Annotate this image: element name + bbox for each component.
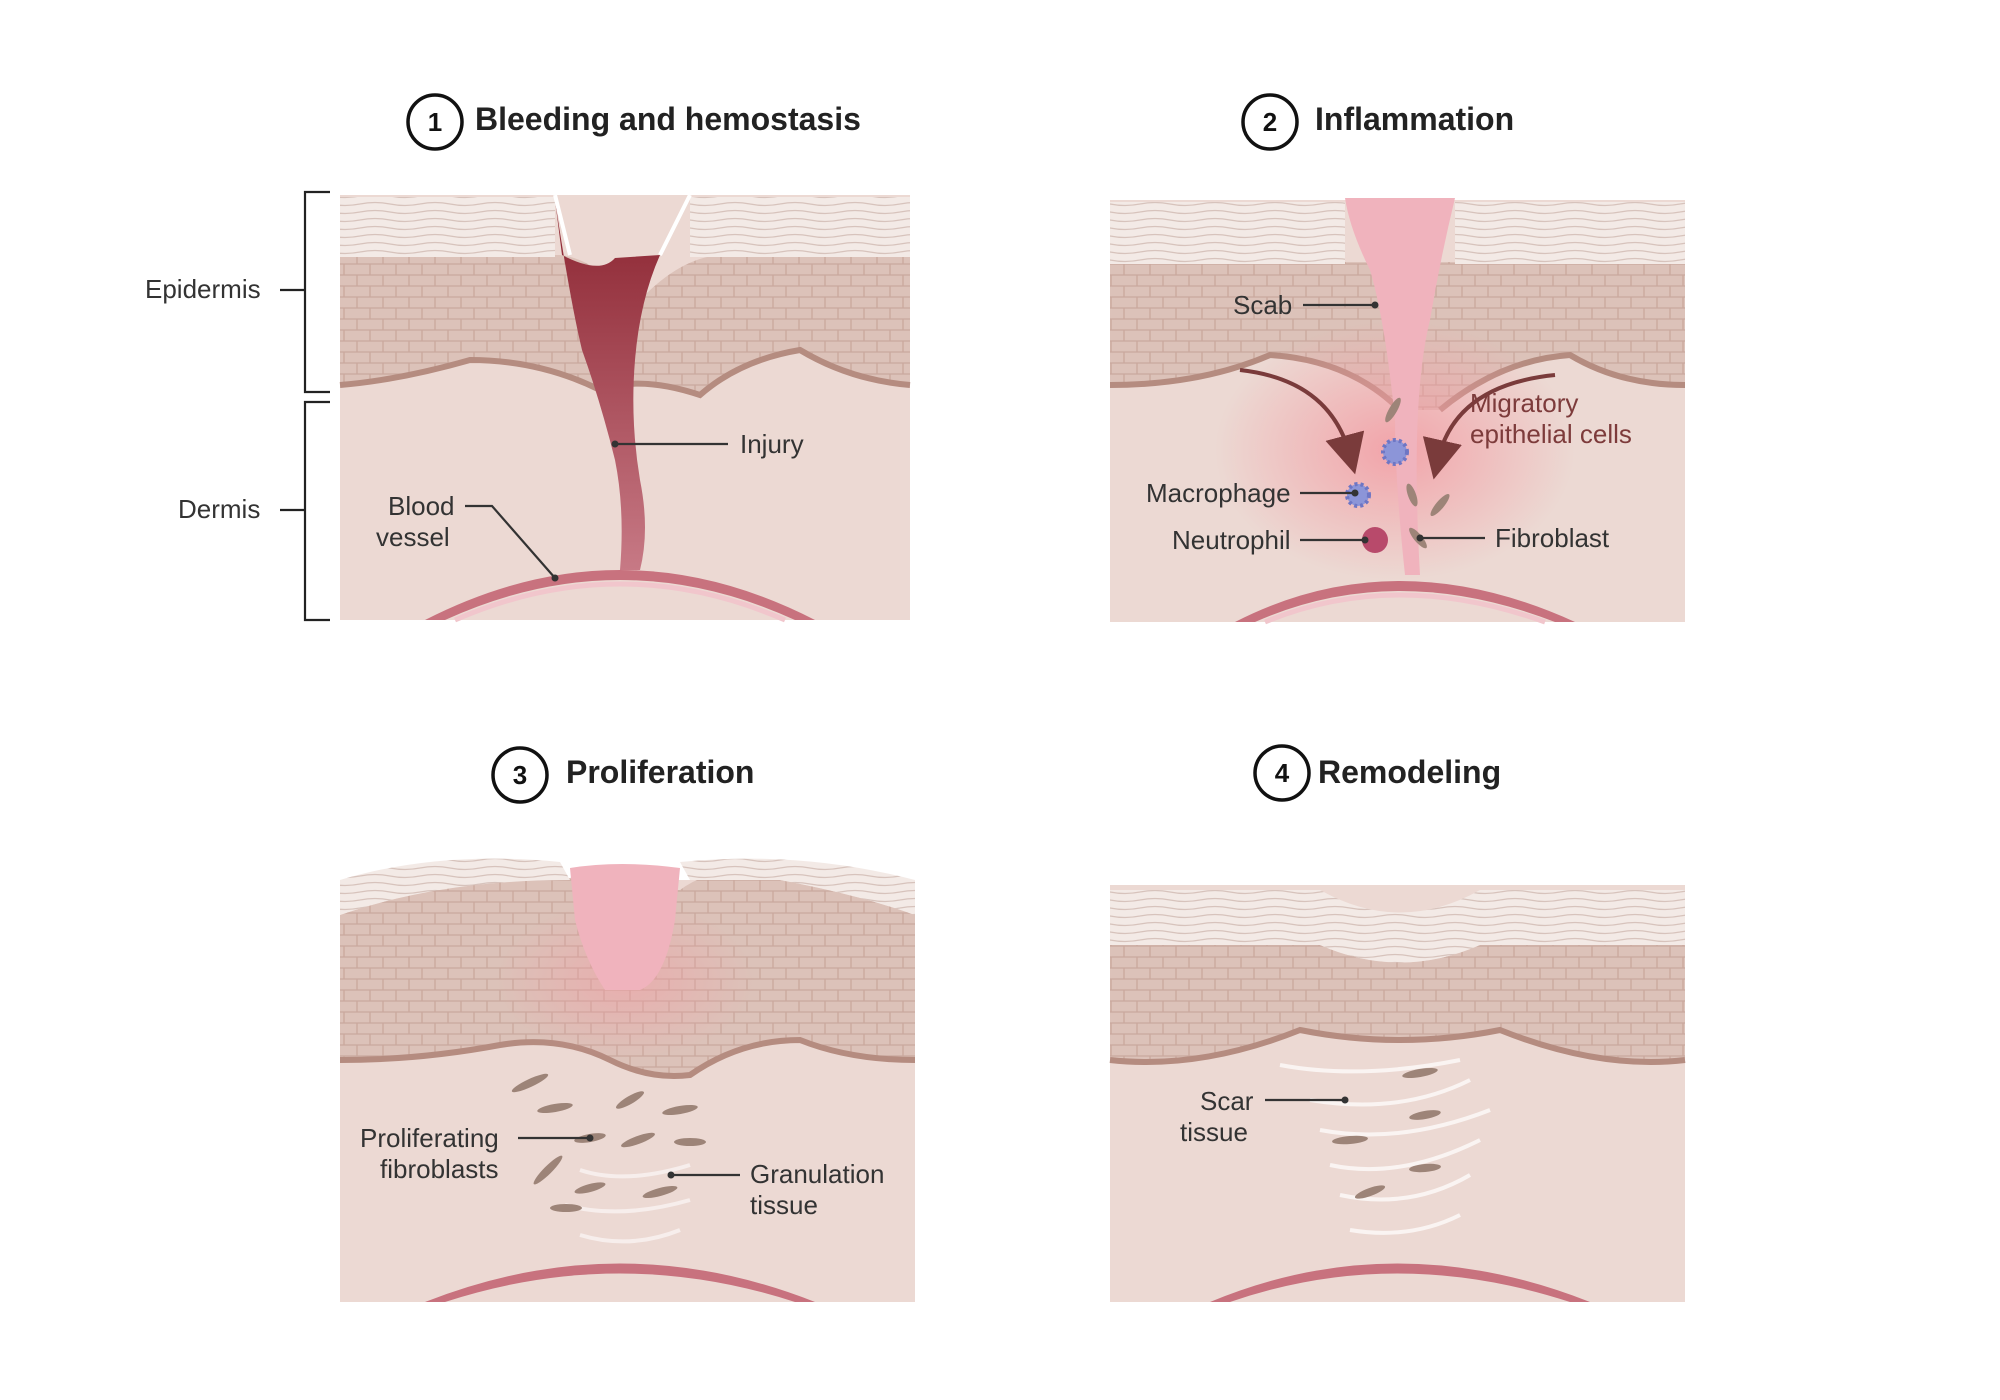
blood-vessel-label-line2: vessel [376,522,450,552]
skin-section [1109,198,1686,625]
scar-label-line2: tissue [1180,1117,1248,1147]
fibroblast-cell [1430,493,1450,517]
macrophage-cell [1345,482,1371,508]
proliferating-label-line2: fibroblasts [380,1154,499,1184]
scab [1345,198,1455,575]
scab-label: Scab [1233,290,1292,320]
fibroblast-cell [533,1155,563,1185]
fibroblast-cell [642,1185,678,1199]
skin-section [1109,885,1686,1302]
scar-label-line1: Scar [1200,1086,1254,1116]
migration-arrow-left [1239,368,1365,475]
fibroblast-cell [1354,1185,1386,1199]
fibroblast-cell [550,1204,582,1212]
skin-section [339,858,916,1302]
panel-number-badge [491,746,549,804]
macrophage-cell [1381,438,1409,466]
injury-wound [555,200,660,570]
scab [570,864,680,990]
injury-label: Injury [740,429,804,459]
fibroblast-cell [621,1132,655,1148]
fibroblast-cell [1332,1135,1368,1145]
panel-number-badge [1253,744,1311,802]
dermis-bracket [303,400,330,622]
epidermis-label: Epidermis [145,274,261,304]
epidermis-bracket [303,190,330,394]
granulation-label-line1: Granulation [750,1159,884,1189]
panel-number-badge [406,93,464,151]
panel-3: 3 Proliferation Proliferating [339,746,916,1302]
panel-4: 4 Remodeling Scar tissue [1109,744,1686,1302]
fibroblast-cell [511,1073,549,1093]
panel-title: Proliferation [566,754,754,790]
dermis-label: Dermis [178,494,260,524]
fibroblast-cell [1409,1163,1441,1173]
panel-number: 1 [428,107,442,137]
fibroblast-cell [1402,1067,1438,1079]
blood-vessel-label-line1: Blood [388,491,455,521]
fibroblast-cell [1406,483,1418,507]
fibroblast-cell [574,1182,606,1194]
fibroblast-cell [662,1104,698,1116]
panel-1: 1 Bleeding and hemostasis Epidermis Derm… [145,93,911,623]
granulation-label-line2: tissue [750,1190,818,1220]
panel-number-badge [1241,93,1299,151]
scar-tissue [1279,1058,1491,1235]
macrophage-label: Macrophage [1146,478,1291,508]
panel-title: Inflammation [1315,101,1514,137]
migration-arrow-right [1422,373,1556,480]
panel-number: 4 [1275,758,1290,788]
fibroblast-cell [616,1091,644,1109]
fibroblast-label: Fibroblast [1495,523,1610,553]
migratory-label-line1: Migratory [1470,388,1578,418]
panel-title: Bleeding and hemostasis [475,101,861,137]
fibroblast-cell [537,1102,573,1114]
panel-number: 2 [1263,107,1277,137]
neutrophil-label: Neutrophil [1172,525,1291,555]
fibroblast-cell [1409,1110,1441,1120]
panel-title: Remodeling [1318,754,1501,790]
fibroblast-cell [1385,397,1401,423]
panel-2: 2 Inflammation Scab Mig [1109,93,1686,625]
proliferating-label-line1: Proliferating [360,1123,499,1153]
migratory-label-line2: epithelial cells [1470,419,1632,449]
neutrophil-cell [1362,527,1388,553]
panel-number: 3 [513,760,527,790]
fibroblast-cell [674,1138,706,1146]
skin-section [339,194,911,623]
